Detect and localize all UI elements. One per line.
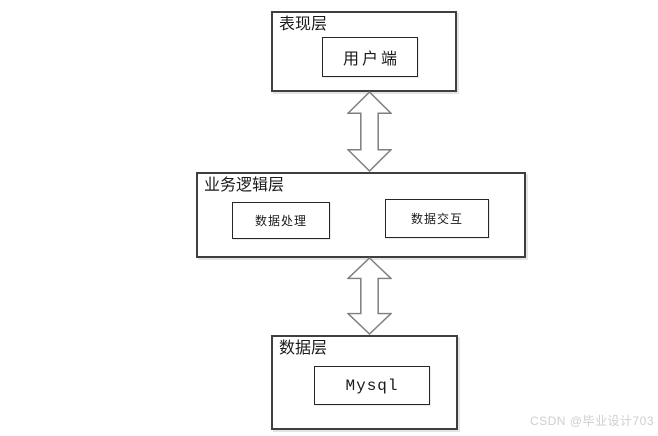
double-arrow-icon xyxy=(347,91,392,172)
layer-data-label: 数据层 xyxy=(279,340,328,357)
double-arrow-icon xyxy=(347,257,392,335)
layer-data: 数据层 Mysql xyxy=(271,335,458,430)
node-data-interact-label: 数据交互 xyxy=(410,212,463,226)
node-client-label: 用户端 xyxy=(342,51,400,68)
layer-presentation: 表现层 用户端 xyxy=(271,11,457,92)
node-data-interact: 数据交互 xyxy=(385,199,489,238)
watermark: CSDN @毕业设计703 xyxy=(529,414,654,428)
layer-presentation-label: 表现层 xyxy=(279,16,328,33)
node-client: 用户端 xyxy=(322,37,418,77)
node-data-process: 数据处理 xyxy=(232,202,330,239)
layer-business: 业务逻辑层 数据处理 数据交互 xyxy=(196,172,526,258)
layer-business-label: 业务逻辑层 xyxy=(204,177,285,194)
node-mysql-label: Mysql xyxy=(345,376,399,395)
node-data-process-label: 数据处理 xyxy=(254,214,307,228)
node-mysql: Mysql xyxy=(314,366,430,405)
